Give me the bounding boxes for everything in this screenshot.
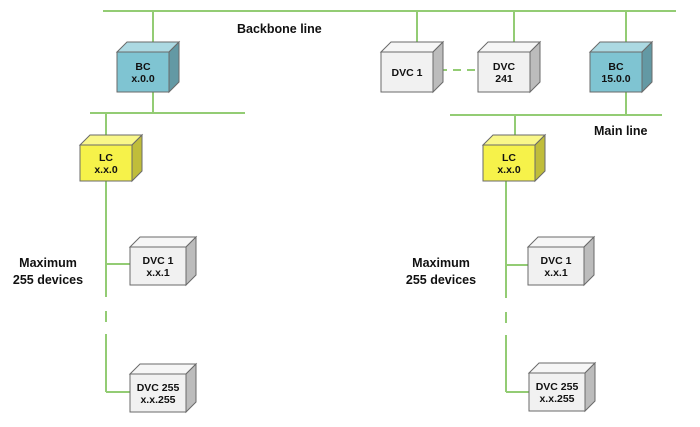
bc-left-cube: BCx.0.0 (115, 40, 181, 94)
device-label-line: DVC (493, 61, 516, 73)
cube-front-face (129, 246, 187, 286)
dvc1-left-cube: DVC 1x.x.1 (128, 235, 198, 287)
device-label-line: x.x.255 (140, 394, 175, 406)
lc-right-cube: LCx.x.0 (481, 133, 547, 183)
cube-top-face (588, 41, 654, 53)
cube-front-face (527, 246, 585, 286)
cube-front-face (116, 51, 170, 93)
dvc-backbone-1-cube: DVC 1 (379, 40, 445, 94)
cube-top-face (115, 41, 181, 53)
cube-front-face (589, 51, 643, 93)
device-label-line: DVC 1 (392, 67, 423, 79)
cube-top-face (476, 41, 542, 53)
backbone-line-label: Backbone line (237, 22, 322, 36)
cube-front-face (482, 144, 536, 182)
device-label-line: x.0.0 (131, 73, 155, 85)
cube-top-face (128, 236, 198, 248)
cube-top-face (128, 363, 198, 375)
cube-top-face (78, 134, 144, 146)
cube-front-face (477, 51, 531, 93)
device-label-line: DVC 1 (541, 255, 572, 267)
device-label-line: BC (135, 61, 151, 73)
device-label-line: BC (608, 61, 624, 73)
device-label-line: LC (502, 152, 516, 164)
max-devices-right-line2: 255 devices (406, 273, 476, 287)
cube-top-face (481, 134, 547, 146)
max-devices-left-line2: 255 devices (13, 273, 83, 287)
cube-top-face (527, 362, 597, 374)
cube-top-face (379, 41, 445, 53)
max-devices-right-line1: Maximum (412, 256, 470, 270)
device-label-line: x.x.0 (94, 164, 118, 176)
device-label-line: x.x.1 (146, 267, 170, 279)
device-label-line: DVC 255 (536, 381, 579, 393)
connection-lines (90, 10, 676, 393)
device-label-line: x.x.1 (544, 267, 568, 279)
device-label-line: 15.0.0 (601, 73, 630, 85)
cube-front-face (129, 373, 187, 413)
device-label-line: DVC 1 (143, 255, 174, 267)
device-label-line: LC (99, 152, 113, 164)
cube-front-face (528, 372, 586, 412)
device-label-line: x.x.0 (497, 164, 521, 176)
lc-left-cube: LCx.x.0 (78, 133, 144, 183)
device-label-line: DVC 255 (137, 382, 180, 394)
device-label-line: 241 (495, 73, 513, 85)
dvc1-right-cube: DVC 1x.x.1 (526, 235, 596, 287)
cube-front-face (380, 51, 434, 93)
max-devices-left-line1: Maximum (19, 256, 77, 270)
cube-front-face (79, 144, 133, 182)
device-label-line: x.x.255 (539, 393, 574, 405)
cube-top-face (526, 236, 596, 248)
main-line-label: Main line (594, 124, 648, 138)
